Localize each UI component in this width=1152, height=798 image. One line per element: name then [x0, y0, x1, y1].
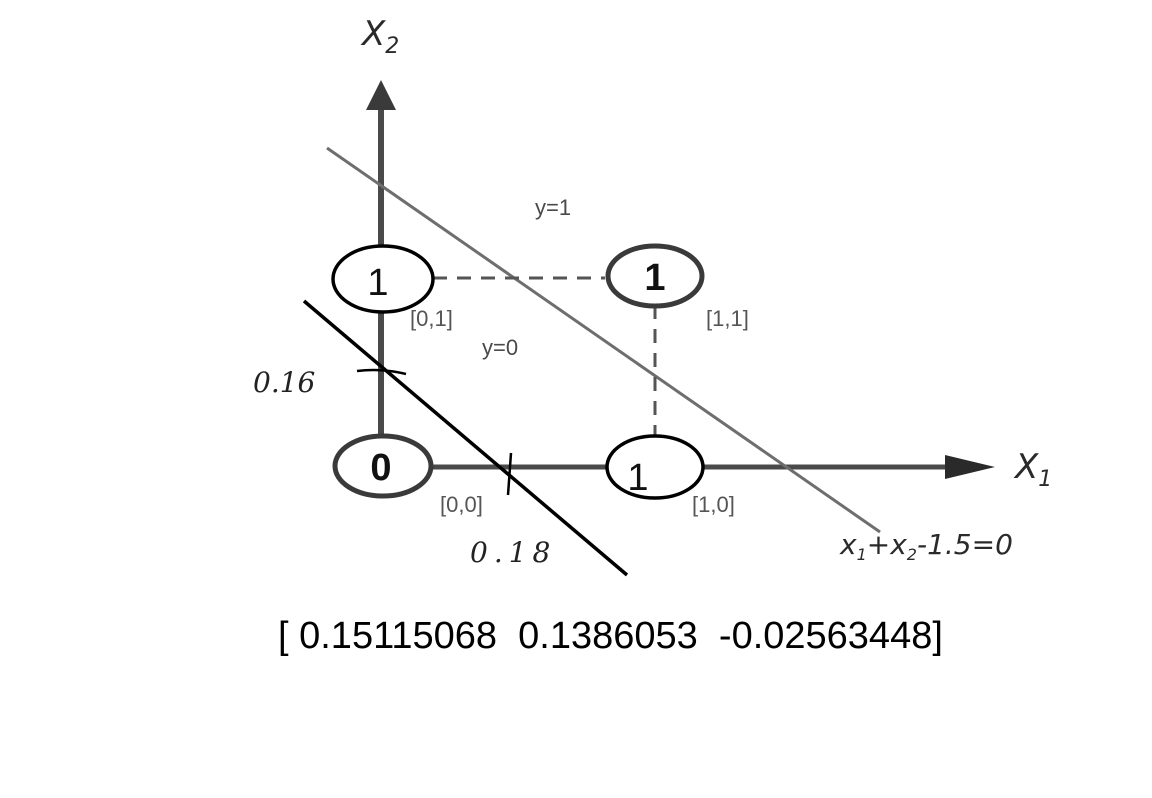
- node-1-1-value: 1: [644, 257, 665, 299]
- weights-output: [ 0.15115068 0.1386053 -0.02563448]: [278, 615, 943, 657]
- node-0-0: 0: [332, 433, 434, 499]
- x1-axis-label-main: X: [1013, 447, 1039, 487]
- x1-axis-label-sub: 1: [1038, 467, 1052, 492]
- x2-axis-arrowhead: [366, 80, 396, 110]
- coord-label-0-1: [0,1]: [410, 306, 453, 331]
- x2-axis-label-sub: 2: [385, 34, 399, 59]
- node-0-0-value: 0: [370, 447, 391, 489]
- x1-axis-arrowhead: [945, 455, 995, 479]
- equation-x2-sub: 2: [907, 545, 917, 564]
- x1-intercept-tick: [506, 452, 513, 496]
- coord-label-1-1: [1,1]: [706, 306, 749, 331]
- boundary-equation: x1+x2-1.5=0: [839, 528, 1013, 564]
- equation-plus-x: +x: [867, 528, 907, 561]
- x2-axis-label-main: X: [360, 14, 386, 54]
- node-0-1: 1: [331, 244, 435, 314]
- x2-axis-label: X2: [360, 14, 399, 59]
- node-1-1: 1: [605, 243, 705, 309]
- coord-label-0-0: [0,0]: [440, 492, 483, 517]
- node-1-0-value: 1: [627, 457, 648, 499]
- x2-intercept-tick: [356, 368, 407, 376]
- equation-x1-sub: 1: [857, 545, 867, 564]
- x2-intercept-annotation: 0.16: [253, 366, 315, 399]
- equation-rest: -1.5=0: [917, 528, 1013, 561]
- boundary-line: [326, 146, 881, 534]
- region-label-lower: y=0: [482, 335, 518, 360]
- region-label-upper: y=1: [535, 195, 571, 220]
- x1-axis-label: X1: [1013, 447, 1052, 492]
- coord-label-1-0: [1,0]: [692, 492, 735, 517]
- hand-drawn-boundary-line: [302, 299, 629, 577]
- node-0-1-value: 1: [367, 262, 388, 304]
- node-1-0: 1: [605, 434, 705, 500]
- equation-x1: x: [839, 528, 857, 561]
- x1-intercept-annotation: 0.18: [470, 536, 556, 569]
